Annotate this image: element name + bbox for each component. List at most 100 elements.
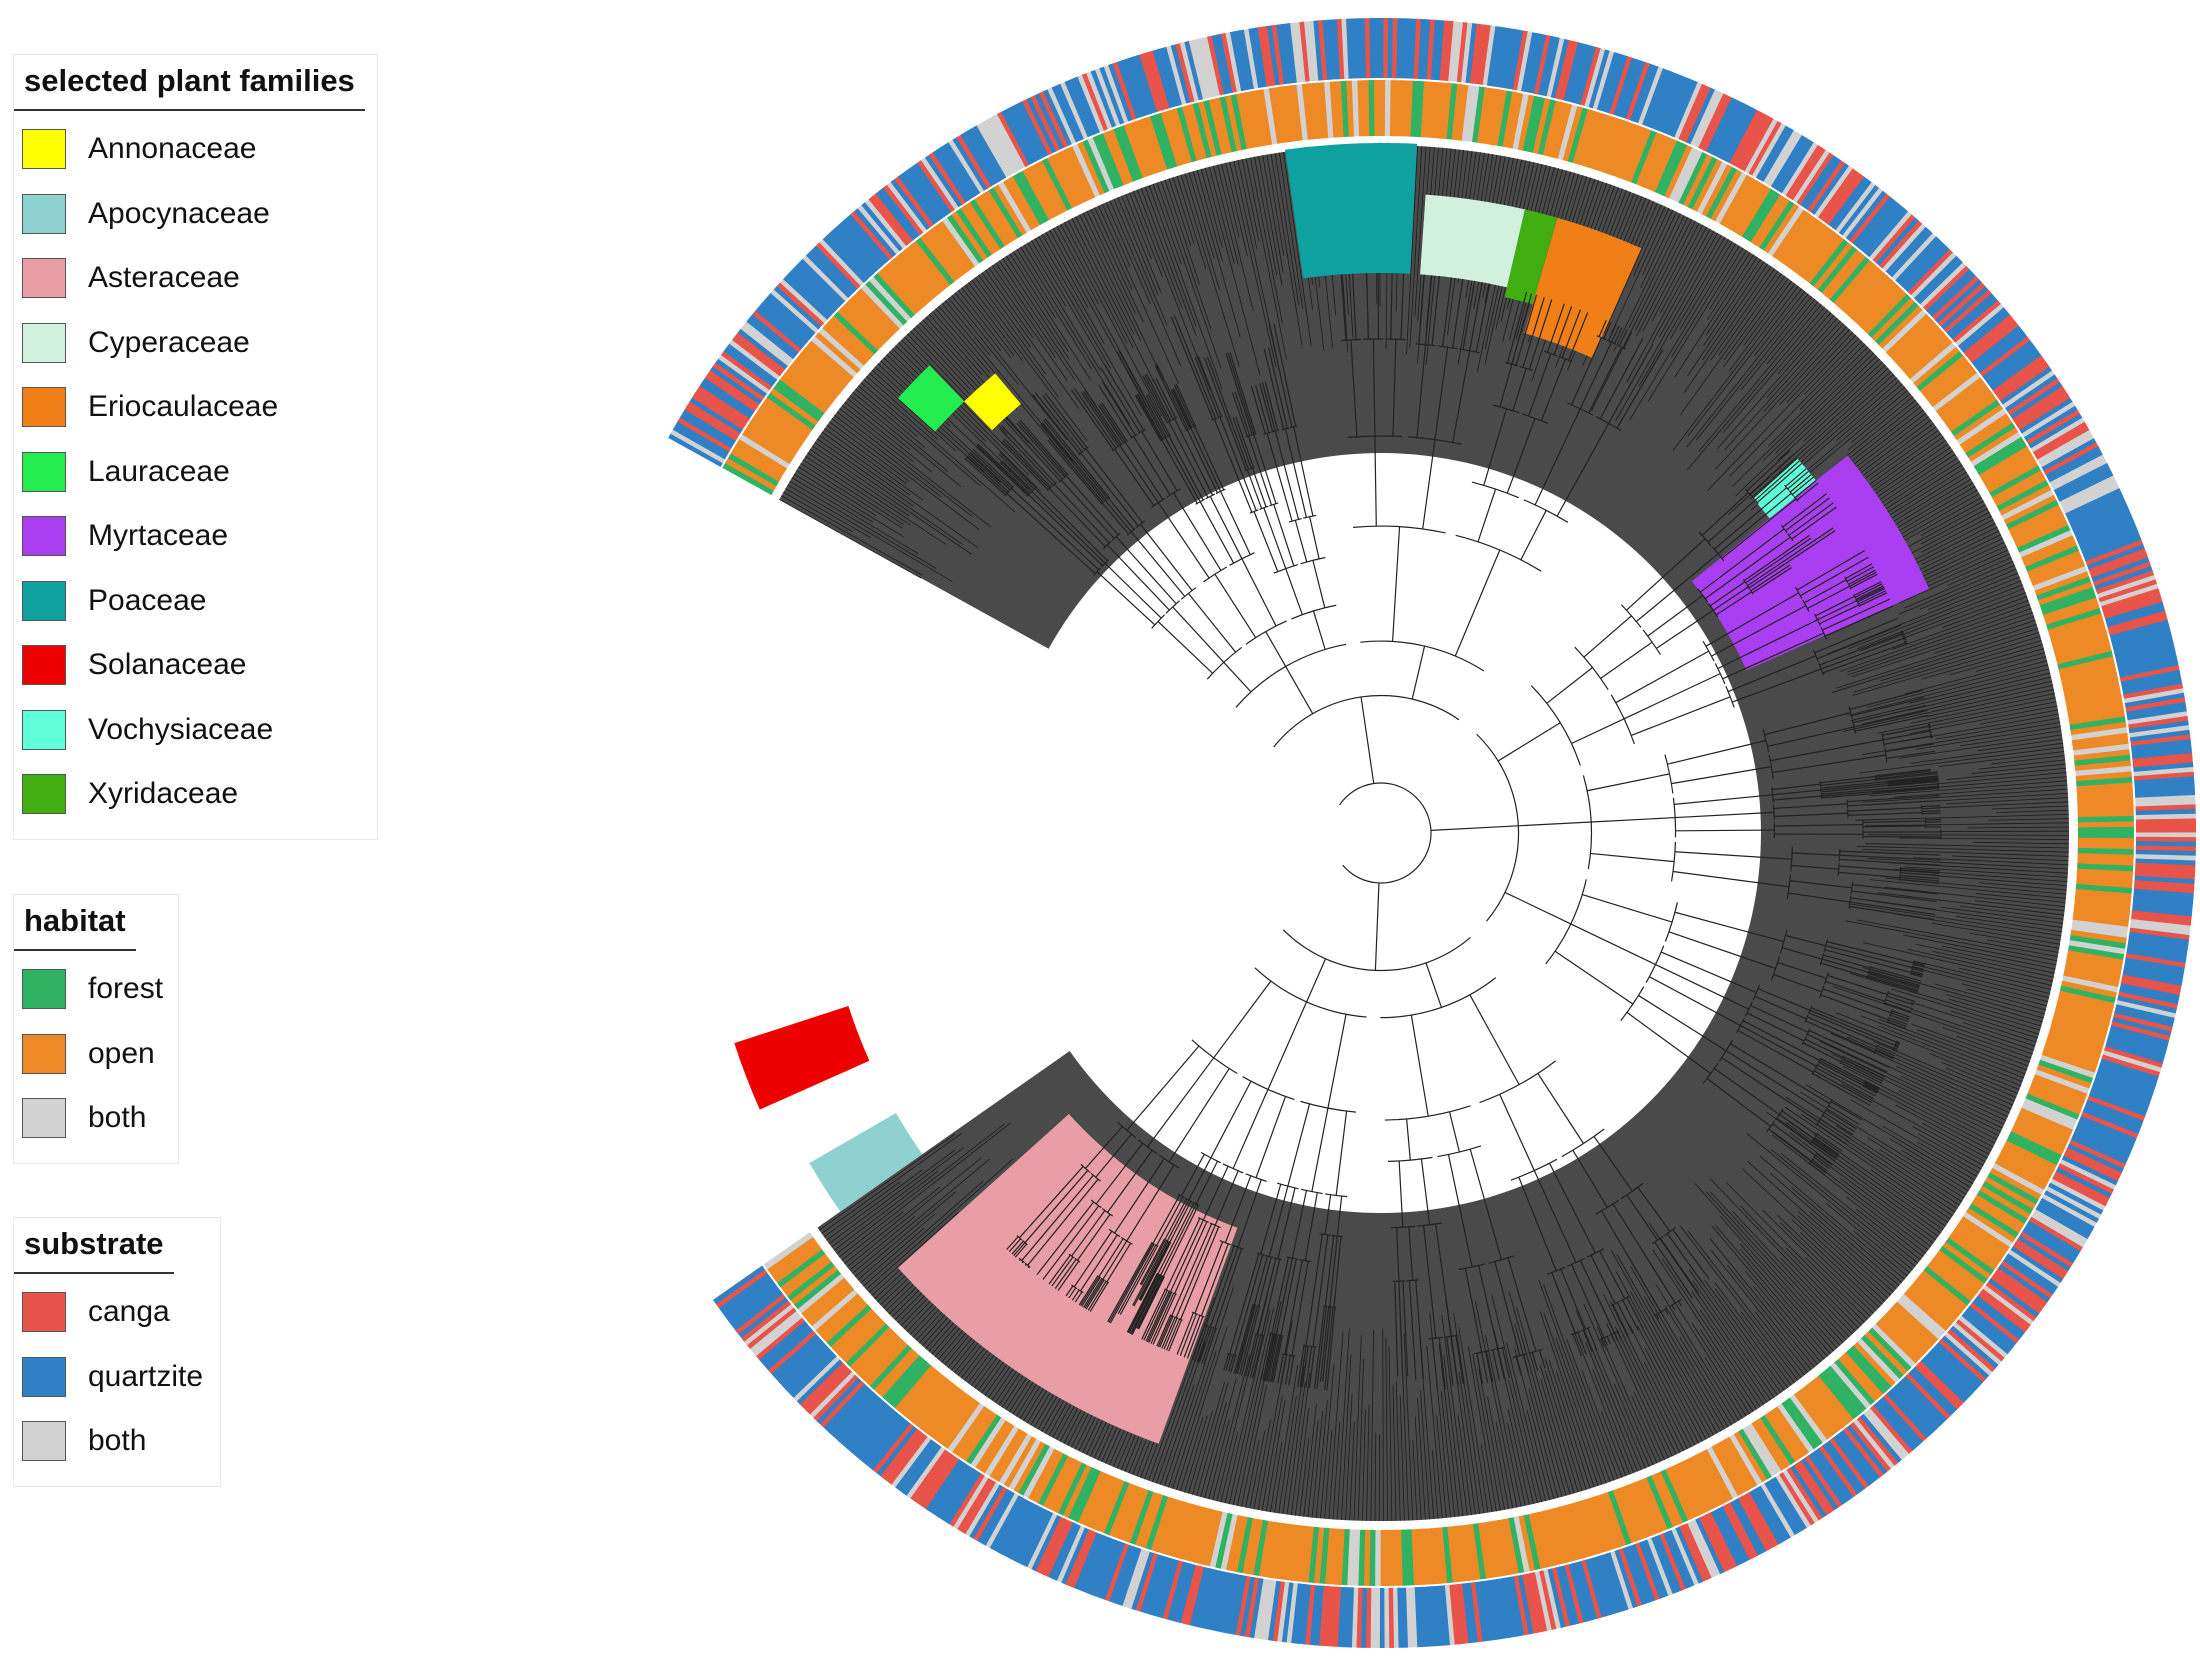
substrate-tick bbox=[1005, 1503, 1038, 1559]
branch-line bbox=[1587, 773, 1670, 792]
tip-branch bbox=[1601, 1411, 1627, 1477]
branch-arc bbox=[1407, 436, 1462, 445]
tip-branch bbox=[1453, 1313, 1485, 1514]
branch-arc bbox=[1360, 640, 1485, 672]
branch-line bbox=[1818, 1121, 1849, 1142]
branch-arc bbox=[1807, 1006, 1813, 1015]
tip-branch bbox=[1941, 945, 2056, 970]
tip-branch bbox=[1978, 738, 2063, 752]
substrate-tick bbox=[1898, 1379, 1944, 1427]
habitat-tick bbox=[1067, 1466, 1096, 1521]
branch-arc bbox=[1814, 1063, 1819, 1070]
branch-arc bbox=[1273, 563, 1299, 574]
substrate-tick bbox=[1979, 336, 2031, 377]
tip-branch bbox=[1724, 320, 1841, 451]
habitat-tick bbox=[807, 340, 855, 382]
tip-branch bbox=[869, 372, 956, 451]
tip-branch bbox=[1687, 261, 1765, 377]
branch-arc bbox=[1103, 540, 1112, 550]
substrate-tick bbox=[2116, 1000, 2176, 1019]
habitat-tick bbox=[1241, 1518, 1258, 1575]
branch-line bbox=[1060, 479, 1115, 539]
tip-branch bbox=[1643, 1361, 1688, 1450]
tip-branch bbox=[1719, 1216, 1838, 1349]
branch-line bbox=[1757, 988, 1811, 1011]
branch-line bbox=[1435, 1223, 1452, 1337]
habitat-tick bbox=[1441, 1526, 1453, 1584]
habitat-tick bbox=[1829, 256, 1871, 304]
substrate-tick bbox=[2132, 901, 2193, 913]
habitat-tick bbox=[1645, 1475, 1673, 1530]
branch-line bbox=[1808, 1029, 1890, 1069]
habitat-tick bbox=[1037, 1453, 1069, 1506]
substrate-tick bbox=[1559, 1565, 1580, 1625]
branch-line bbox=[1819, 1118, 1851, 1139]
branch-line bbox=[1847, 807, 1922, 812]
substrate-tick bbox=[1077, 1533, 1105, 1592]
branch-line bbox=[1280, 1258, 1297, 1336]
tip-branch bbox=[1709, 1191, 1847, 1341]
tip-branch bbox=[1079, 214, 1142, 341]
tip-branch bbox=[1855, 813, 2069, 821]
substrate-tick bbox=[2088, 1091, 2147, 1118]
substrate-tick bbox=[917, 159, 956, 213]
branch-line bbox=[1101, 402, 1128, 442]
branch-line bbox=[1810, 1160, 1827, 1174]
legend-label: Eriocaulaceae bbox=[88, 390, 279, 424]
tip-branch bbox=[1996, 809, 2069, 813]
habitat-tick bbox=[1611, 122, 1637, 178]
habitat-tick bbox=[1502, 1518, 1519, 1575]
tip-branch bbox=[1704, 1357, 1743, 1419]
habitat-tick bbox=[1602, 1492, 1627, 1547]
branch-line bbox=[1623, 673, 1721, 720]
branch-line bbox=[1709, 581, 1746, 607]
substrate-tick bbox=[1923, 265, 1970, 312]
substrate-tick bbox=[854, 207, 897, 257]
tip-branch bbox=[1204, 1378, 1237, 1499]
substrate-tick bbox=[1650, 71, 1677, 130]
branch-line bbox=[1613, 327, 1623, 344]
substrate-tick bbox=[1911, 1367, 1958, 1414]
branch-line bbox=[1096, 571, 1156, 626]
branch-arc bbox=[1111, 447, 1118, 452]
substrate-tick bbox=[2123, 683, 2184, 700]
substrate-tick bbox=[1929, 1348, 1977, 1394]
branch-arc bbox=[1928, 728, 1931, 734]
substrate-tick bbox=[1225, 32, 1242, 92]
substrate-tick bbox=[1525, 1573, 1543, 1633]
substrate-tick bbox=[1869, 1405, 1913, 1455]
habitat-tick bbox=[2059, 661, 2116, 681]
substrate-tick bbox=[2127, 940, 2188, 955]
branch-line bbox=[1814, 1137, 1840, 1156]
substrate-tick bbox=[2041, 438, 2097, 472]
habitat-tick bbox=[1673, 149, 1703, 203]
tip-branch bbox=[1374, 1432, 1377, 1521]
habitat-tick bbox=[1087, 1475, 1115, 1529]
substrate-tick bbox=[732, 335, 783, 377]
tip-branch bbox=[1270, 1441, 1283, 1513]
branch-arc bbox=[1788, 490, 1794, 497]
tip-branch bbox=[988, 267, 1068, 381]
branch-line bbox=[1711, 605, 1807, 657]
tip-branch bbox=[1485, 1335, 1522, 1507]
branch-line bbox=[1142, 375, 1168, 423]
branch-line bbox=[1146, 1291, 1172, 1343]
tip-branch bbox=[1853, 636, 2041, 693]
substrate-tick bbox=[2134, 781, 2195, 790]
branch-line bbox=[1671, 766, 1772, 785]
branch-line bbox=[1001, 460, 1033, 492]
habitat-tick bbox=[811, 335, 858, 378]
habitat-tick bbox=[1182, 1505, 1203, 1561]
habitat-tick bbox=[1384, 80, 1392, 137]
substrate-tick bbox=[1055, 83, 1085, 141]
branch-line bbox=[1789, 474, 1812, 493]
tip-branch bbox=[826, 1169, 924, 1241]
tip-branch bbox=[1852, 640, 2042, 696]
branch-line bbox=[1811, 1159, 1828, 1172]
tip-branch bbox=[889, 351, 1030, 490]
substrate-tick bbox=[758, 1320, 808, 1364]
habitat-tick bbox=[1123, 123, 1149, 178]
tip-branch bbox=[1768, 346, 1869, 447]
substrate-tick bbox=[2135, 818, 2196, 825]
tip-branch bbox=[1086, 210, 1136, 314]
